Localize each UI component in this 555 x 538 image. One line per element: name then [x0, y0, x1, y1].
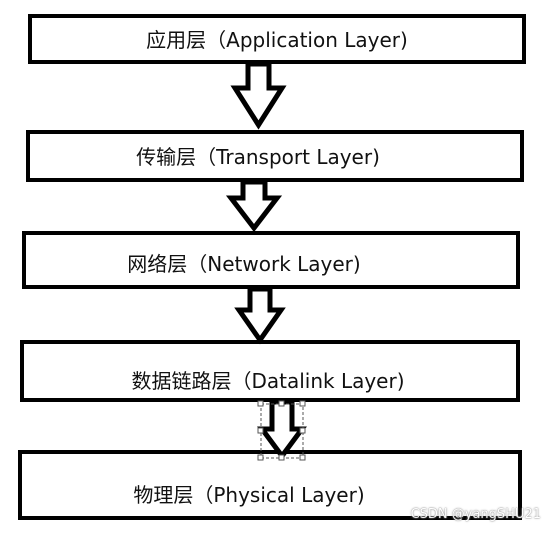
layer-box-transport: 传输层（Transport Layer) — [26, 130, 524, 182]
resize-handle-icon[interactable] — [257, 427, 264, 434]
resize-handle-icon[interactable] — [299, 427, 306, 434]
layer-box-physical-rect — [18, 450, 522, 520]
layer-box-application: 应用层（Application Layer) — [28, 14, 526, 64]
watermark: CSDN @yangSHU21 — [410, 507, 541, 522]
layer-label-transport: 传输层（Transport Layer) — [136, 145, 380, 169]
resize-handle-icon[interactable] — [299, 454, 306, 461]
resize-handle-icon[interactable] — [257, 400, 264, 407]
layer-label-application: 应用层（Application Layer) — [146, 28, 408, 52]
layer-box-datalink: 数据链路层（Datalink Layer) — [20, 340, 520, 402]
layer-box-transport-rect — [26, 130, 524, 182]
down-arrow-icon — [234, 286, 286, 345]
layer-label-network: 网络层（Network Layer) — [127, 252, 360, 276]
layer-label-physical: 物理层（Physical Layer) — [133, 483, 364, 507]
layer-box-physical: 物理层（Physical Layer) — [18, 450, 522, 520]
down-arrow-icon — [230, 61, 287, 130]
layer-box-network: 网络层（Network Layer) — [22, 231, 520, 289]
down-arrow-icon — [225, 179, 283, 233]
resize-handle-icon[interactable] — [299, 400, 306, 407]
resize-handle-icon[interactable] — [278, 454, 285, 461]
resize-handle-icon[interactable] — [257, 454, 264, 461]
selection-frame[interactable] — [257, 400, 306, 461]
layer-label-datalink: 数据链路层（Datalink Layer) — [131, 369, 404, 393]
down-arrow-icon — [257, 399, 307, 461]
layer-box-application-rect — [28, 14, 526, 64]
resize-handle-icon[interactable] — [278, 400, 285, 407]
